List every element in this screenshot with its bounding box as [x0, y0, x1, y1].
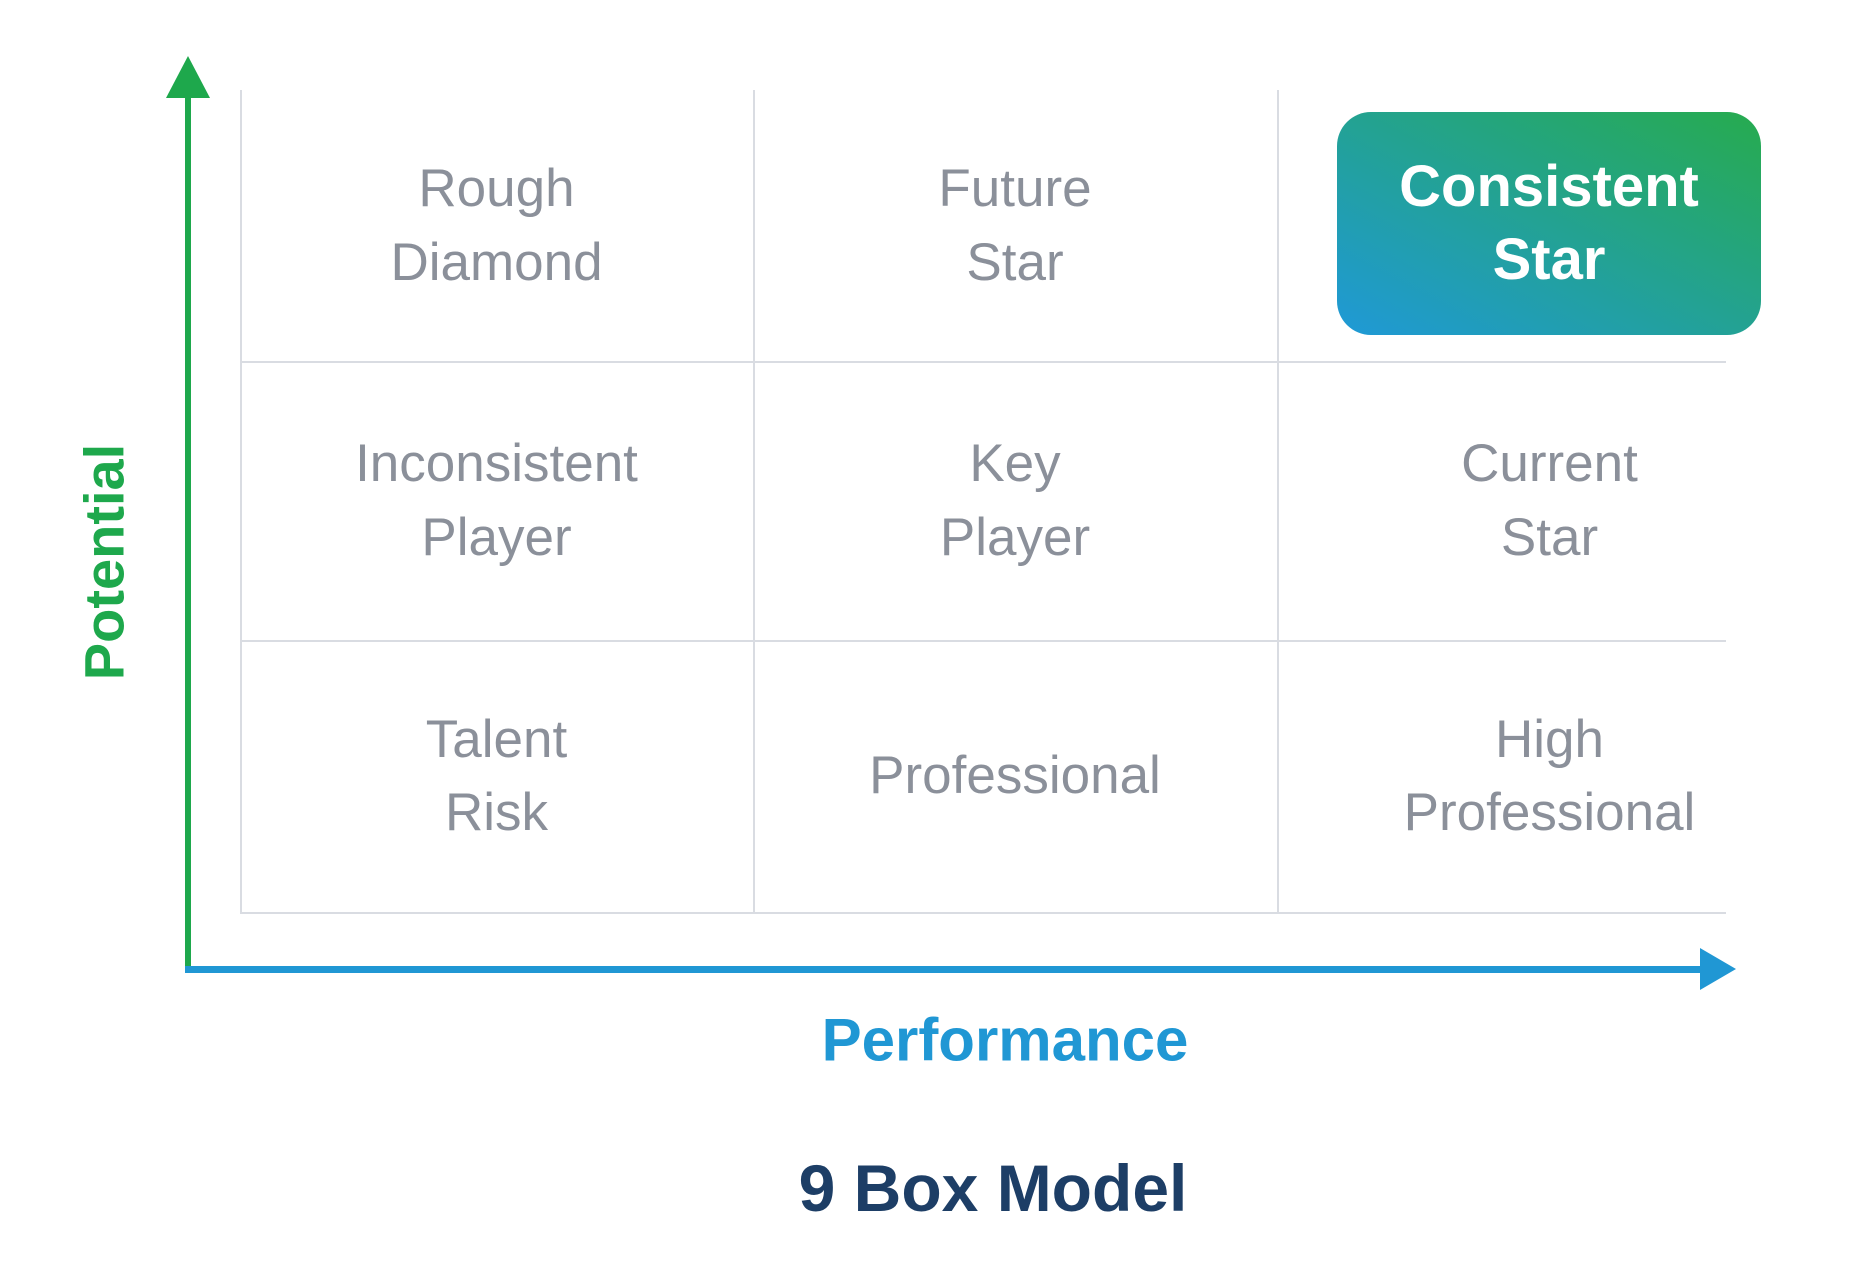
x-axis-line: [185, 966, 1700, 973]
y-axis-line: [185, 96, 191, 972]
grid-line-vertical-col1-col2: [753, 90, 755, 912]
cell-label-rough-diamond: Rough Diamond: [390, 159, 603, 292]
grid-line-vertical-left: [240, 90, 242, 912]
grid-line-horizontal-row2-row3: [240, 640, 1726, 642]
diagram-title: 9 Box Model: [798, 1151, 1188, 1225]
cell-label-high-professional: High Professional: [1403, 709, 1696, 842]
cell-label-key-player: Key Player: [939, 434, 1091, 567]
x-axis-label: Performance: [821, 1006, 1189, 1074]
cell-label-inconsistent-player: Inconsistent Player: [355, 434, 638, 567]
cell-label-future-star: Future Star: [938, 159, 1092, 292]
cell-label-professional: Professional: [869, 746, 1161, 806]
cell-label-talent-risk: Talent Risk: [425, 709, 568, 842]
highlight-box-consistent-star: Consistent Star: [1337, 112, 1761, 335]
y-axis-label: Potential: [72, 443, 136, 681]
grid-line-horizontal-row1-row2: [240, 361, 1726, 363]
y-axis-arrowhead-icon: [166, 56, 210, 98]
grid-line-vertical-col2-col3: [1277, 90, 1279, 912]
grid-line-horizontal-bottom: [240, 912, 1726, 914]
x-axis-arrowhead-icon: [1700, 948, 1736, 990]
cell-label-current-star: Current Star: [1461, 434, 1638, 567]
